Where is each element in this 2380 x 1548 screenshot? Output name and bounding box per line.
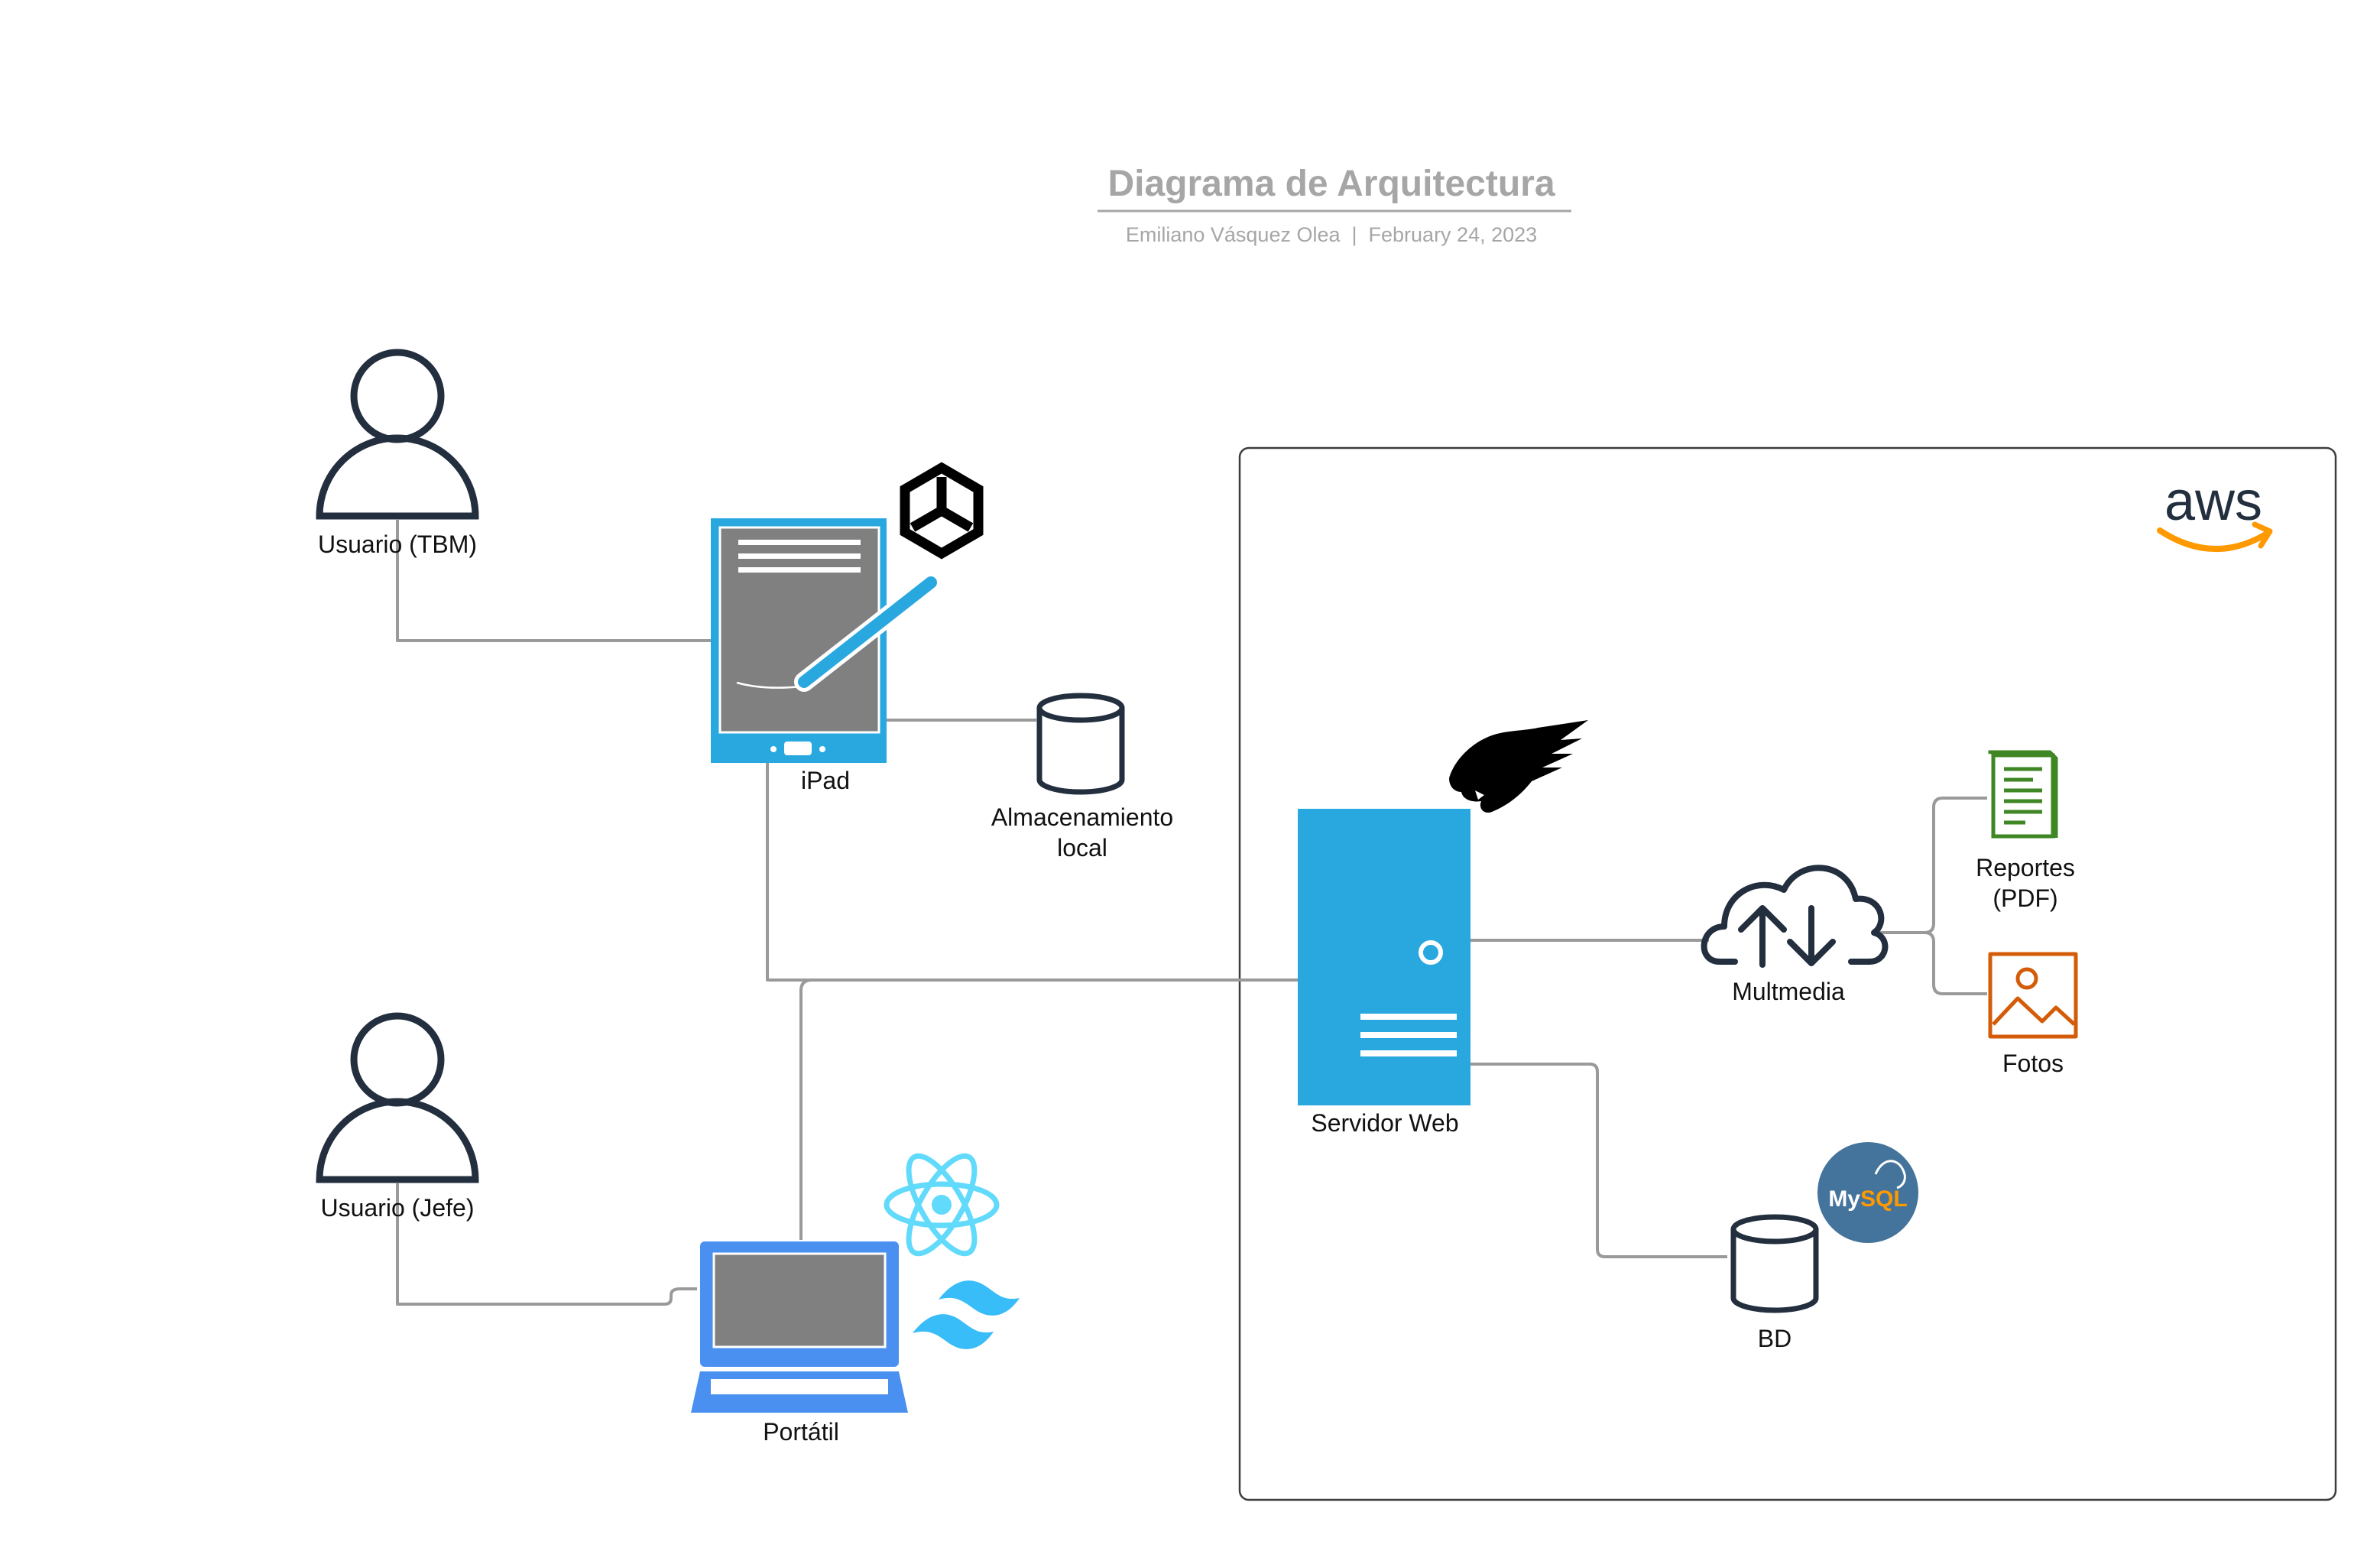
- user-jefe-label: Usuario (Jefe): [321, 1194, 475, 1222]
- ipad-node: iPad: [711, 518, 941, 794]
- connector-multimedia-to-photos: [1924, 931, 1987, 995]
- photos-label: Fotos: [2002, 1050, 2064, 1077]
- aws-arrowhead: [2252, 521, 2273, 549]
- stylus-icon: [794, 573, 941, 692]
- local-storage-node: Almacenamiento local: [991, 693, 1173, 862]
- reports-label-line1: Reportes: [1976, 854, 2075, 881]
- aws-logo-text: aws: [2164, 471, 2262, 532]
- connector-ipad-to-server: [766, 763, 1299, 982]
- web-server-node: Servidor Web: [1298, 809, 1470, 1137]
- document-icon: [1988, 750, 2058, 839]
- react-logo-icon: [884, 1153, 1000, 1257]
- aws-logo: aws: [2157, 471, 2273, 553]
- user-icon: [316, 1012, 479, 1183]
- ipad-label: iPad: [801, 767, 850, 794]
- user-tbm-node: Usuario (TBM): [316, 349, 479, 558]
- framework-logo-icon: [1449, 720, 1588, 813]
- unity-logo-icon: [900, 462, 984, 560]
- reports-node: Reportes (PDF): [1976, 750, 2075, 912]
- image-icon: [1988, 952, 2078, 1039]
- local-storage-label-line1: Almacenamiento: [991, 803, 1173, 831]
- multimedia-node: Multmedia: [1701, 865, 1889, 1005]
- connector-server-to-database: [1470, 1063, 1727, 1258]
- server-icon: [1298, 809, 1470, 1105]
- cloud-upload-download-icon: [1701, 865, 1889, 968]
- multimedia-label: Multmedia: [1732, 978, 1845, 1005]
- database-icon: [1036, 693, 1125, 795]
- web-server-label: Servidor Web: [1311, 1109, 1458, 1137]
- user-tbm-label: Usuario (TBM): [318, 531, 477, 558]
- aws-smile-arrow: [2157, 527, 2270, 553]
- laptop-node: Portátil: [691, 1241, 908, 1446]
- mysql-logo-text: MySQL: [1828, 1186, 1907, 1212]
- user-icon: [316, 349, 479, 520]
- laptop-icon: [691, 1241, 908, 1413]
- connector-multimedia-to-reports: [1877, 797, 1987, 934]
- user-jefe-node: Usuario (Jefe): [316, 1012, 479, 1222]
- diagram-title: Diagrama de Arquitectura: [1107, 164, 1555, 204]
- mysql-logo-icon: MySQL: [1817, 1142, 1918, 1243]
- database-label: BD: [1758, 1325, 1791, 1352]
- connectors: [396, 520, 1987, 1306]
- connector-user-tbm-to-ipad: [396, 520, 712, 642]
- connector-laptop-to-server: [799, 978, 812, 1240]
- connector-user-jefe-to-laptop: [396, 1183, 697, 1306]
- reports-label-line2: (PDF): [1993, 884, 2057, 912]
- local-storage-label-line2: local: [1057, 834, 1107, 862]
- tailwind-logo-icon: [913, 1280, 1020, 1349]
- laptop-label: Portátil: [763, 1418, 839, 1446]
- diagram-subtitle: Emiliano Vásquez Olea | February 24, 202…: [1126, 223, 1537, 246]
- photos-node: Fotos: [1988, 952, 2078, 1077]
- database-node: BD: [1730, 1214, 1819, 1352]
- aws-cloud-boundary: [1238, 446, 2337, 1501]
- database-icon: [1730, 1214, 1819, 1313]
